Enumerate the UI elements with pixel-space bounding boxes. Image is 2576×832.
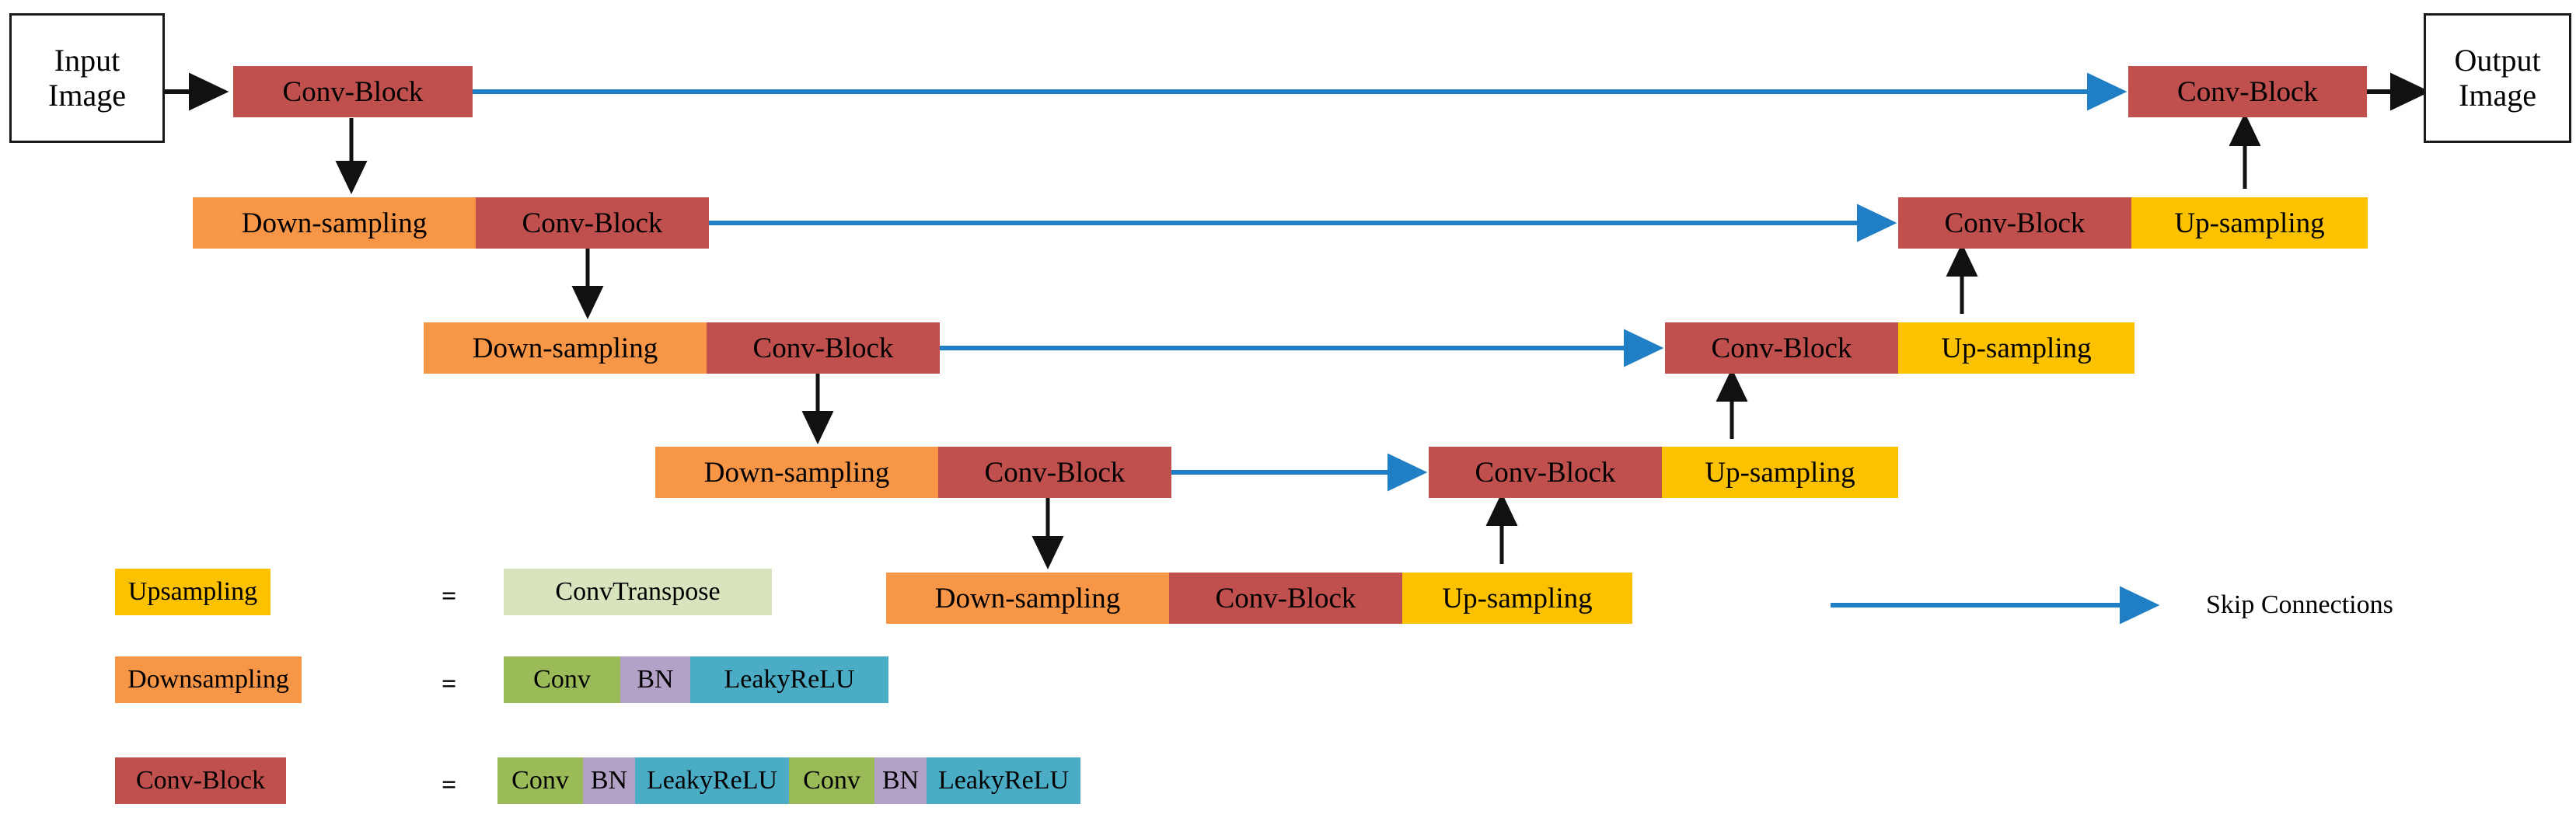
decoder-level-0: Conv-Block (2128, 66, 2367, 117)
up-sampling-decoder-3[interactable]: Up-sampling (1662, 447, 1898, 498)
input-image-label-line1: Input (54, 42, 120, 78)
encoder-level-2: Down-sampling Conv-Block (424, 322, 940, 374)
legend-part-conv-1: Conv (504, 656, 620, 703)
down-sampling-encoder-3[interactable]: Down-sampling (655, 447, 938, 498)
legend-expansion-conv-block: Conv BN LeakyReLU Conv BN LeakyReLU (497, 757, 1080, 804)
legend-equals-downsampling: = (442, 670, 457, 698)
decoder-level-2: Conv-Block Up-sampling (1665, 322, 2134, 374)
encoder-level-0: Conv-Block (233, 66, 473, 117)
conv-block-encoder-3[interactable]: Conv-Block (938, 447, 1171, 498)
legend-part-conv-transpose: ConvTranspose (504, 569, 772, 615)
legend-swatch-conv-block: Conv-Block (115, 757, 286, 804)
decoder-level-1: Conv-Block Up-sampling (1898, 197, 2368, 249)
conv-block-encoder-2[interactable]: Conv-Block (707, 322, 940, 374)
legend-equals-conv-block: = (442, 771, 457, 799)
conv-block-encoder-1[interactable]: Conv-Block (476, 197, 709, 249)
legend-swatch-upsampling: Upsampling (115, 569, 271, 615)
legend-part-conv-3: Conv (789, 757, 874, 804)
output-image-box: Output Image (2424, 13, 2571, 143)
encoder-level-3: Down-sampling Conv-Block (655, 447, 1171, 498)
conv-block-decoder-3[interactable]: Conv-Block (1429, 447, 1662, 498)
up-sampling-bottleneck[interactable]: Up-sampling (1402, 573, 1632, 624)
output-image-label-line1: Output (2454, 42, 2541, 78)
conv-block-encoder-0[interactable]: Conv-Block (233, 66, 473, 117)
conv-block-bottleneck[interactable]: Conv-Block (1169, 573, 1402, 624)
up-sampling-decoder-1[interactable]: Up-sampling (2131, 197, 2368, 249)
input-image-label-line2: Image (48, 77, 126, 113)
up-sampling-decoder-2[interactable]: Up-sampling (1898, 322, 2134, 374)
legend-expansion-downsampling: Conv BN LeakyReLU (504, 656, 888, 703)
conv-block-decoder-2[interactable]: Conv-Block (1665, 322, 1898, 374)
down-sampling-encoder-2[interactable]: Down-sampling (424, 322, 707, 374)
legend-part-bn-2: BN (583, 757, 635, 804)
encoder-level-1: Down-sampling Conv-Block (193, 197, 709, 249)
down-sampling-encoder-1[interactable]: Down-sampling (193, 197, 476, 249)
decoder-level-3: Conv-Block Up-sampling (1429, 447, 1898, 498)
legend-part-leakyrelu-1: LeakyReLU (690, 656, 888, 703)
legend-skip-connections-label: Skip Connections (2206, 590, 2393, 619)
output-image-label-line2: Image (2459, 77, 2536, 113)
legend-equals-upsampling: = (442, 582, 457, 611)
bottleneck-level-4: Down-sampling Conv-Block Up-sampling (886, 573, 1632, 624)
legend-part-leakyrelu-3: LeakyReLU (927, 757, 1080, 804)
conv-block-decoder-0[interactable]: Conv-Block (2128, 66, 2367, 117)
down-sampling-bottleneck[interactable]: Down-sampling (886, 573, 1169, 624)
legend-part-leakyrelu-2: LeakyReLU (635, 757, 789, 804)
legend-part-bn-3: BN (874, 757, 927, 804)
input-image-box: Input Image (9, 13, 165, 143)
legend-part-bn-1: BN (620, 656, 690, 703)
legend-swatch-downsampling: Downsampling (115, 656, 302, 703)
legend-part-conv-2: Conv (497, 757, 583, 804)
conv-block-decoder-1[interactable]: Conv-Block (1898, 197, 2131, 249)
